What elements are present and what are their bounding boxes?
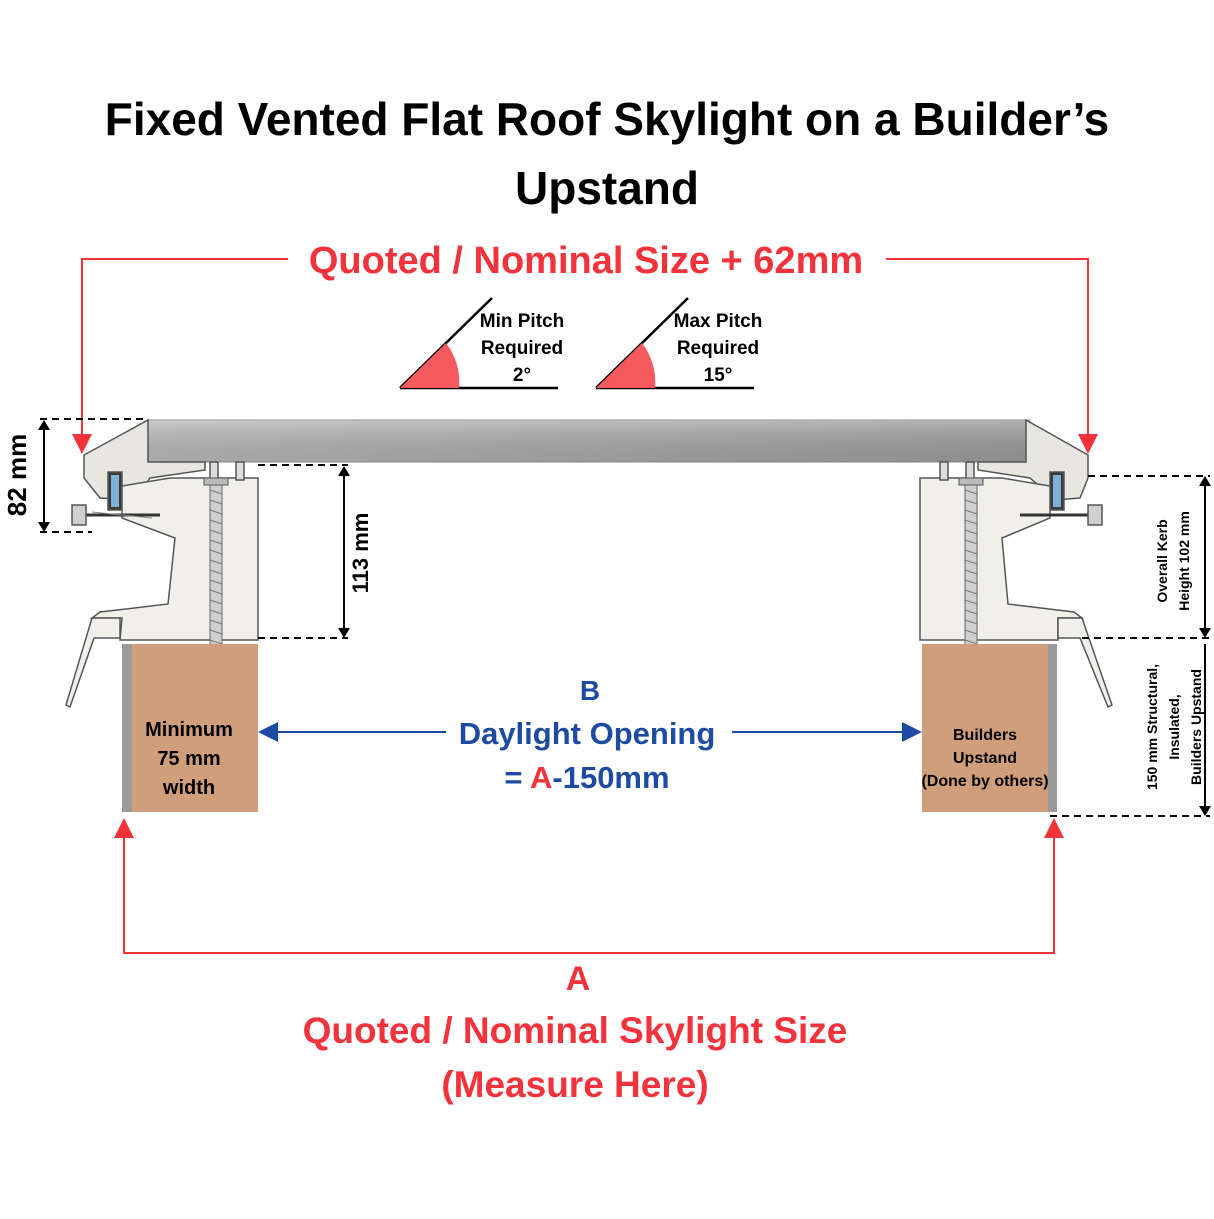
- daylight-label: Daylight Opening: [459, 716, 716, 751]
- pitch-min-line1: Min Pitch: [480, 311, 564, 332]
- dimension-82mm-label: 82 mm: [2, 434, 32, 516]
- right-builders-upstand: Builders Upstand (Done by others): [921, 644, 1057, 812]
- kerb-height-line1: Overall Kerb: [1154, 519, 1170, 602]
- pitch-min-line2: Required: [481, 338, 563, 359]
- bottom-dimension-note: (Measure Here): [441, 1064, 708, 1105]
- pitch-max-line2: Required: [677, 338, 759, 359]
- left-fixing-screw: [203, 477, 229, 687]
- daylight-formula-prefix: =: [504, 760, 530, 795]
- glass-panel: [147, 419, 1031, 463]
- left-upstand-line1: Minimum: [145, 719, 233, 741]
- top-dimension-label: Quoted / Nominal Size + 62mm: [309, 240, 863, 282]
- pitch-max-line1: Max Pitch: [674, 311, 763, 332]
- left-upstand-line2: 75 mm: [157, 748, 220, 770]
- daylight-letter: B: [580, 675, 600, 706]
- right-kerb-profile: [919, 418, 1113, 709]
- pitch-max-line3: 15°: [704, 365, 733, 386]
- top-dimension: Quoted / Nominal Size + 62mm: [72, 240, 1098, 454]
- page-title-line2: Upstand: [515, 162, 699, 214]
- daylight-formula: = A-150mm: [504, 760, 669, 795]
- bottom-dimension-label: Quoted / Nominal Skylight Size: [303, 1010, 848, 1051]
- daylight-opening-dimension: B Daylight Opening = A-150mm: [258, 675, 922, 795]
- upstand-height-line1: 150 mm Structural,: [1144, 664, 1160, 790]
- dimension-upstand-150mm: 150 mm Structural, Insulated, Builders U…: [1050, 644, 1211, 817]
- right-upstand-line2: Upstand: [953, 750, 1017, 767]
- upstand-height-line3: Builders Upstand: [1188, 669, 1204, 785]
- dimension-82mm: 82 mm: [2, 418, 148, 533]
- dimension-113mm-label: 113 mm: [348, 513, 373, 594]
- kerb-height-line2: Height 102 mm: [1176, 511, 1192, 611]
- bottom-dimension-letter: A: [566, 960, 591, 998]
- pitch-min-line3: 2°: [513, 365, 531, 386]
- upstand-height-line2: Insulated,: [1166, 694, 1182, 759]
- dimension-kerb-102mm: Overall Kerb Height 102 mm: [1082, 475, 1211, 639]
- pitch-min-indicator: Min Pitch Required 2°: [399, 297, 564, 390]
- right-upstand-line3: (Done by others): [921, 773, 1048, 790]
- dimension-113mm: 113 mm: [258, 464, 373, 639]
- page-title-line1: Fixed Vented Flat Roof Skylight on a Bui…: [105, 93, 1109, 145]
- right-upstand-line1: Builders: [953, 727, 1017, 744]
- left-builders-upstand: Minimum 75 mm width: [122, 644, 258, 812]
- daylight-formula-suffix: -150mm: [552, 760, 669, 795]
- daylight-formula-letter: A: [530, 760, 552, 795]
- left-upstand-line3: width: [162, 777, 215, 799]
- bottom-dimension: A Quoted / Nominal Skylight Size (Measur…: [114, 818, 1064, 1105]
- pitch-max-indicator: Max Pitch Required 15°: [595, 297, 763, 390]
